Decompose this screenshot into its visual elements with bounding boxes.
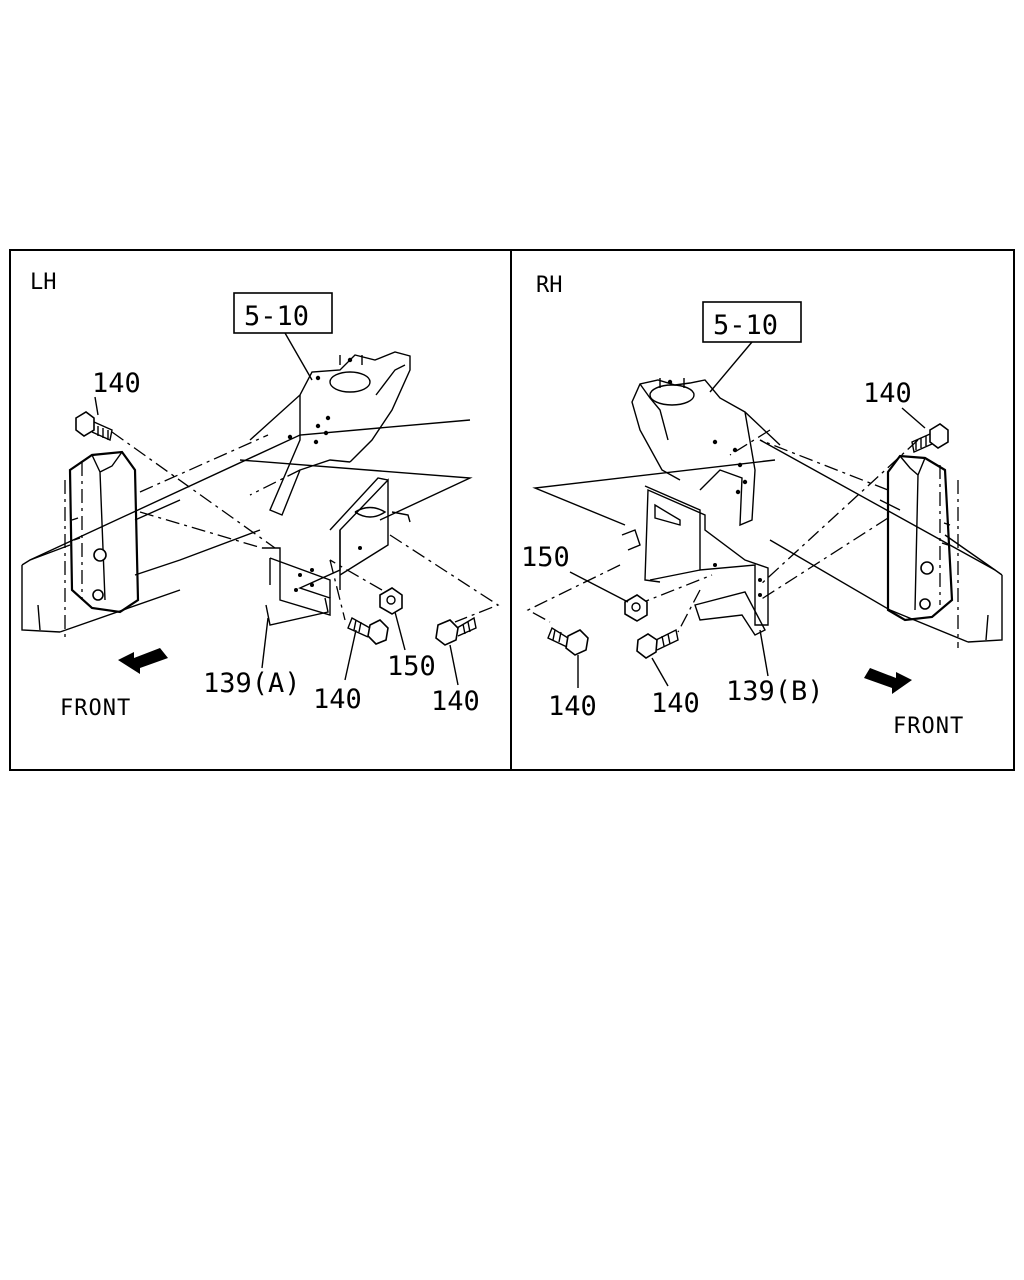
lh-frame-rail <box>21 419 471 640</box>
lh-spring-hanger <box>249 351 411 516</box>
rh-bolt-3 <box>547 626 589 656</box>
rh-callout-139b: 139(B) <box>726 676 824 707</box>
rh-bracket-139b <box>621 485 769 636</box>
rh-bolt-2 <box>636 628 679 659</box>
lh-callout-140-top: 140 <box>92 368 141 399</box>
lh-assembly-lines <box>111 431 500 623</box>
lh-callout-140-right: 140 <box>431 686 480 717</box>
lh-nut-150 <box>379 587 403 615</box>
lh-bolt-3 <box>435 616 477 646</box>
lh-bolt-2 <box>347 617 389 645</box>
rh-assembly-lines <box>526 429 919 633</box>
lh-bolt-1 <box>75 411 113 441</box>
lh-ref-leader <box>284 332 313 381</box>
lh-front-arrow-icon <box>118 648 168 674</box>
rh-front-arrow-icon <box>864 668 912 694</box>
rh-callout-150: 150 <box>521 542 570 573</box>
lh-bracket-139a <box>262 477 411 626</box>
rh-callout-140-mid: 140 <box>651 688 700 719</box>
rh-callout-140-left: 140 <box>548 691 597 722</box>
rh-side-label: RH <box>536 273 563 298</box>
lh-ref-box <box>233 292 333 334</box>
lh-callout-140-mid: 140 <box>313 684 362 715</box>
rh-ref-box <box>702 301 802 343</box>
lh-callout-150: 150 <box>387 651 436 682</box>
rh-ref-box-label: 5-10 <box>713 310 778 341</box>
rh-nut-150 <box>624 594 648 622</box>
lh-front-label: FRONT <box>60 696 131 721</box>
rh-front-label: FRONT <box>893 714 964 739</box>
lh-panel: LH 5-10 <box>21 270 500 721</box>
rh-bolt-1 <box>911 423 949 453</box>
rh-frame-rail <box>759 439 1003 648</box>
lh-callout-139a: 139(A) <box>203 668 301 699</box>
lh-ref-box-label: 5-10 <box>244 301 309 332</box>
rh-panel: RH 5-10 <box>521 273 1003 739</box>
lh-side-label: LH <box>30 270 57 295</box>
rh-callout-140-top: 140 <box>863 378 912 409</box>
rh-spring-hanger <box>631 378 781 527</box>
